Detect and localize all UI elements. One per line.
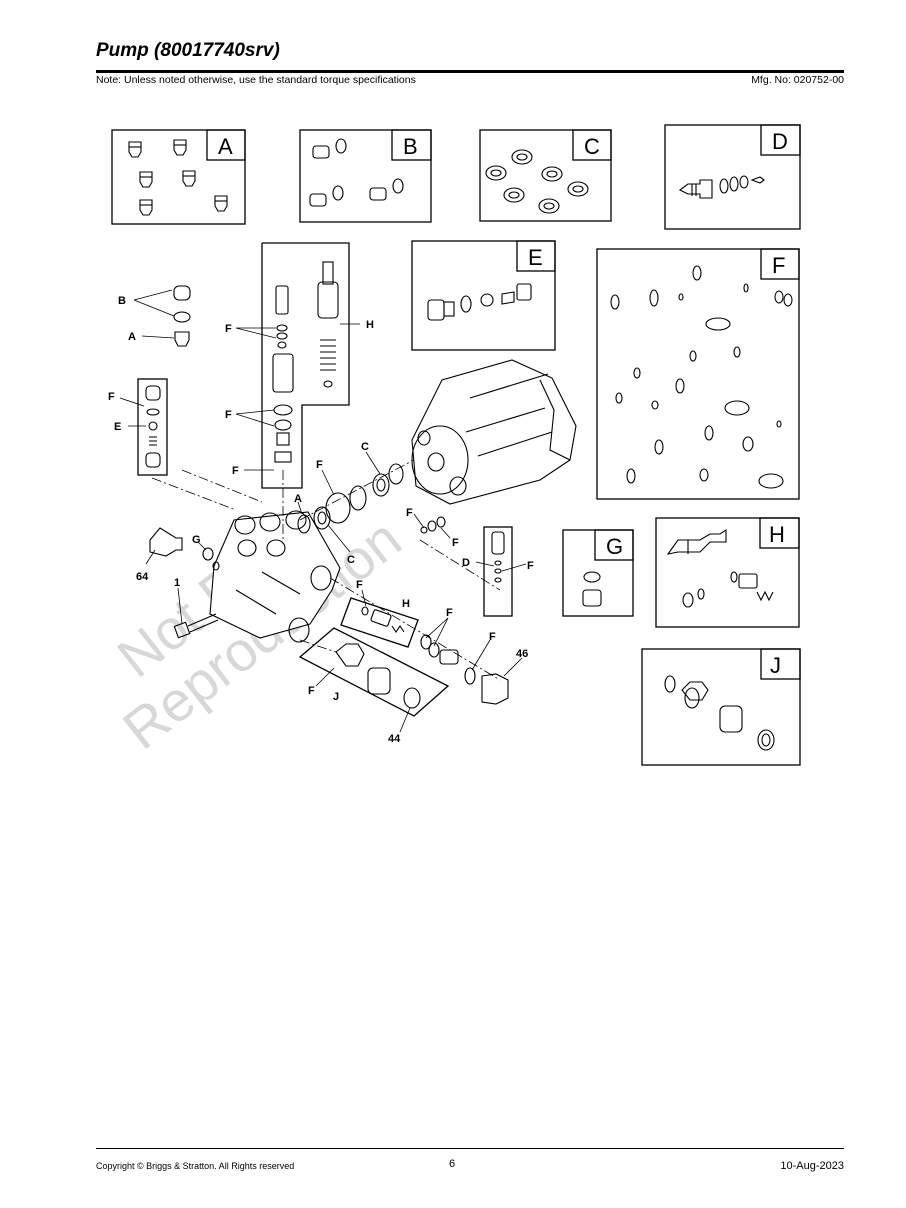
callout-f: F [232,465,239,477]
kit-c-parts [485,149,589,214]
page-title: Pump (80017740srv) [96,40,280,61]
footer-rule [96,1148,844,1149]
pump-manifold [209,510,341,643]
callout-leaders [119,289,527,733]
callout-f: F [527,560,534,572]
valve-subassembly-box [261,242,350,489]
kit-j-label: J [770,653,781,678]
callout-d: D [462,557,470,569]
callout-a: A [294,493,302,505]
callout-h: H [366,319,374,331]
kit-b-parts [309,138,404,207]
inlet-kit-box [298,627,450,717]
callout-f: F [489,631,496,643]
callout-b: B [118,295,126,307]
kit-g-label: G [606,534,623,559]
check-valve-box [137,378,168,476]
callout-labels: B A F E F H F F F C A C G 64 1 F F D F F… [108,295,534,745]
kit-a-label: A [218,134,233,159]
kit-j-box: J [641,648,801,766]
valve-parts [272,261,339,463]
callout-46: 46 [516,648,528,660]
bolt [173,613,219,639]
mfg-number: Mfg. No: 020752-00 [751,74,844,86]
kit-d-box: D [664,124,801,230]
callout-1: 1 [174,577,180,589]
callout-f: F [225,323,232,335]
callout-e: E [114,421,121,433]
kit-f-label: F [772,253,785,278]
seal-stack [297,463,404,534]
kit-d-parts [678,175,765,199]
kit-b-label: B [403,134,418,159]
assembly-center-lines [151,459,501,681]
kit-h-parts [666,528,774,608]
callout-f: F [316,459,323,471]
callout-44: 44 [388,733,401,745]
kit-a-parts [128,139,228,216]
kit-e-parts [427,283,532,321]
header-rule [96,70,844,73]
page-number: 6 [449,1158,456,1170]
thermal-relief-parts [361,516,509,705]
kit-g-parts [582,571,602,607]
kit-e-label: E [528,245,543,270]
callout-f: F [452,537,459,549]
callout-f: F [446,607,453,619]
pump-crankcase [411,359,577,505]
callout-j: J [333,691,339,703]
thermal-valve-box [340,597,419,648]
callout-a: A [128,331,136,343]
callout-64: 64 [136,571,149,583]
callout-c: C [347,554,355,566]
kit-f-box: F [596,248,800,500]
callout-g: G [192,534,201,546]
kit-a-box: A [111,129,246,225]
callout-f: F [308,685,315,697]
kit-c-label: C [584,134,600,159]
kit-j-parts [664,675,775,751]
kit-b-box: B [299,129,432,223]
kit-f-orings [610,265,793,489]
callout-f: F [108,391,115,403]
kit-e-box: E [411,240,556,351]
plug-parts-b-a [173,285,191,347]
callout-f: F [406,507,413,519]
drain-plug [202,547,220,571]
callout-f: F [356,579,363,591]
kit-h-label: H [769,522,785,547]
callout-c: C [361,441,369,453]
elbow-fitting [149,527,183,557]
kit-c-box: C [479,129,612,222]
copyright-text: Copyright © Briggs & Stratton. All Right… [96,1161,295,1171]
kit-h-box: H [655,517,800,628]
footer-date: 10-Aug-2023 [780,1160,844,1172]
kit-d-label: D [772,129,788,154]
kit-g-box: G [562,529,634,617]
unloader-box [483,526,513,617]
torque-note: Note: Unless noted otherwise, use the st… [96,74,416,86]
callout-h: H [402,598,410,610]
callout-f: F [225,409,232,421]
